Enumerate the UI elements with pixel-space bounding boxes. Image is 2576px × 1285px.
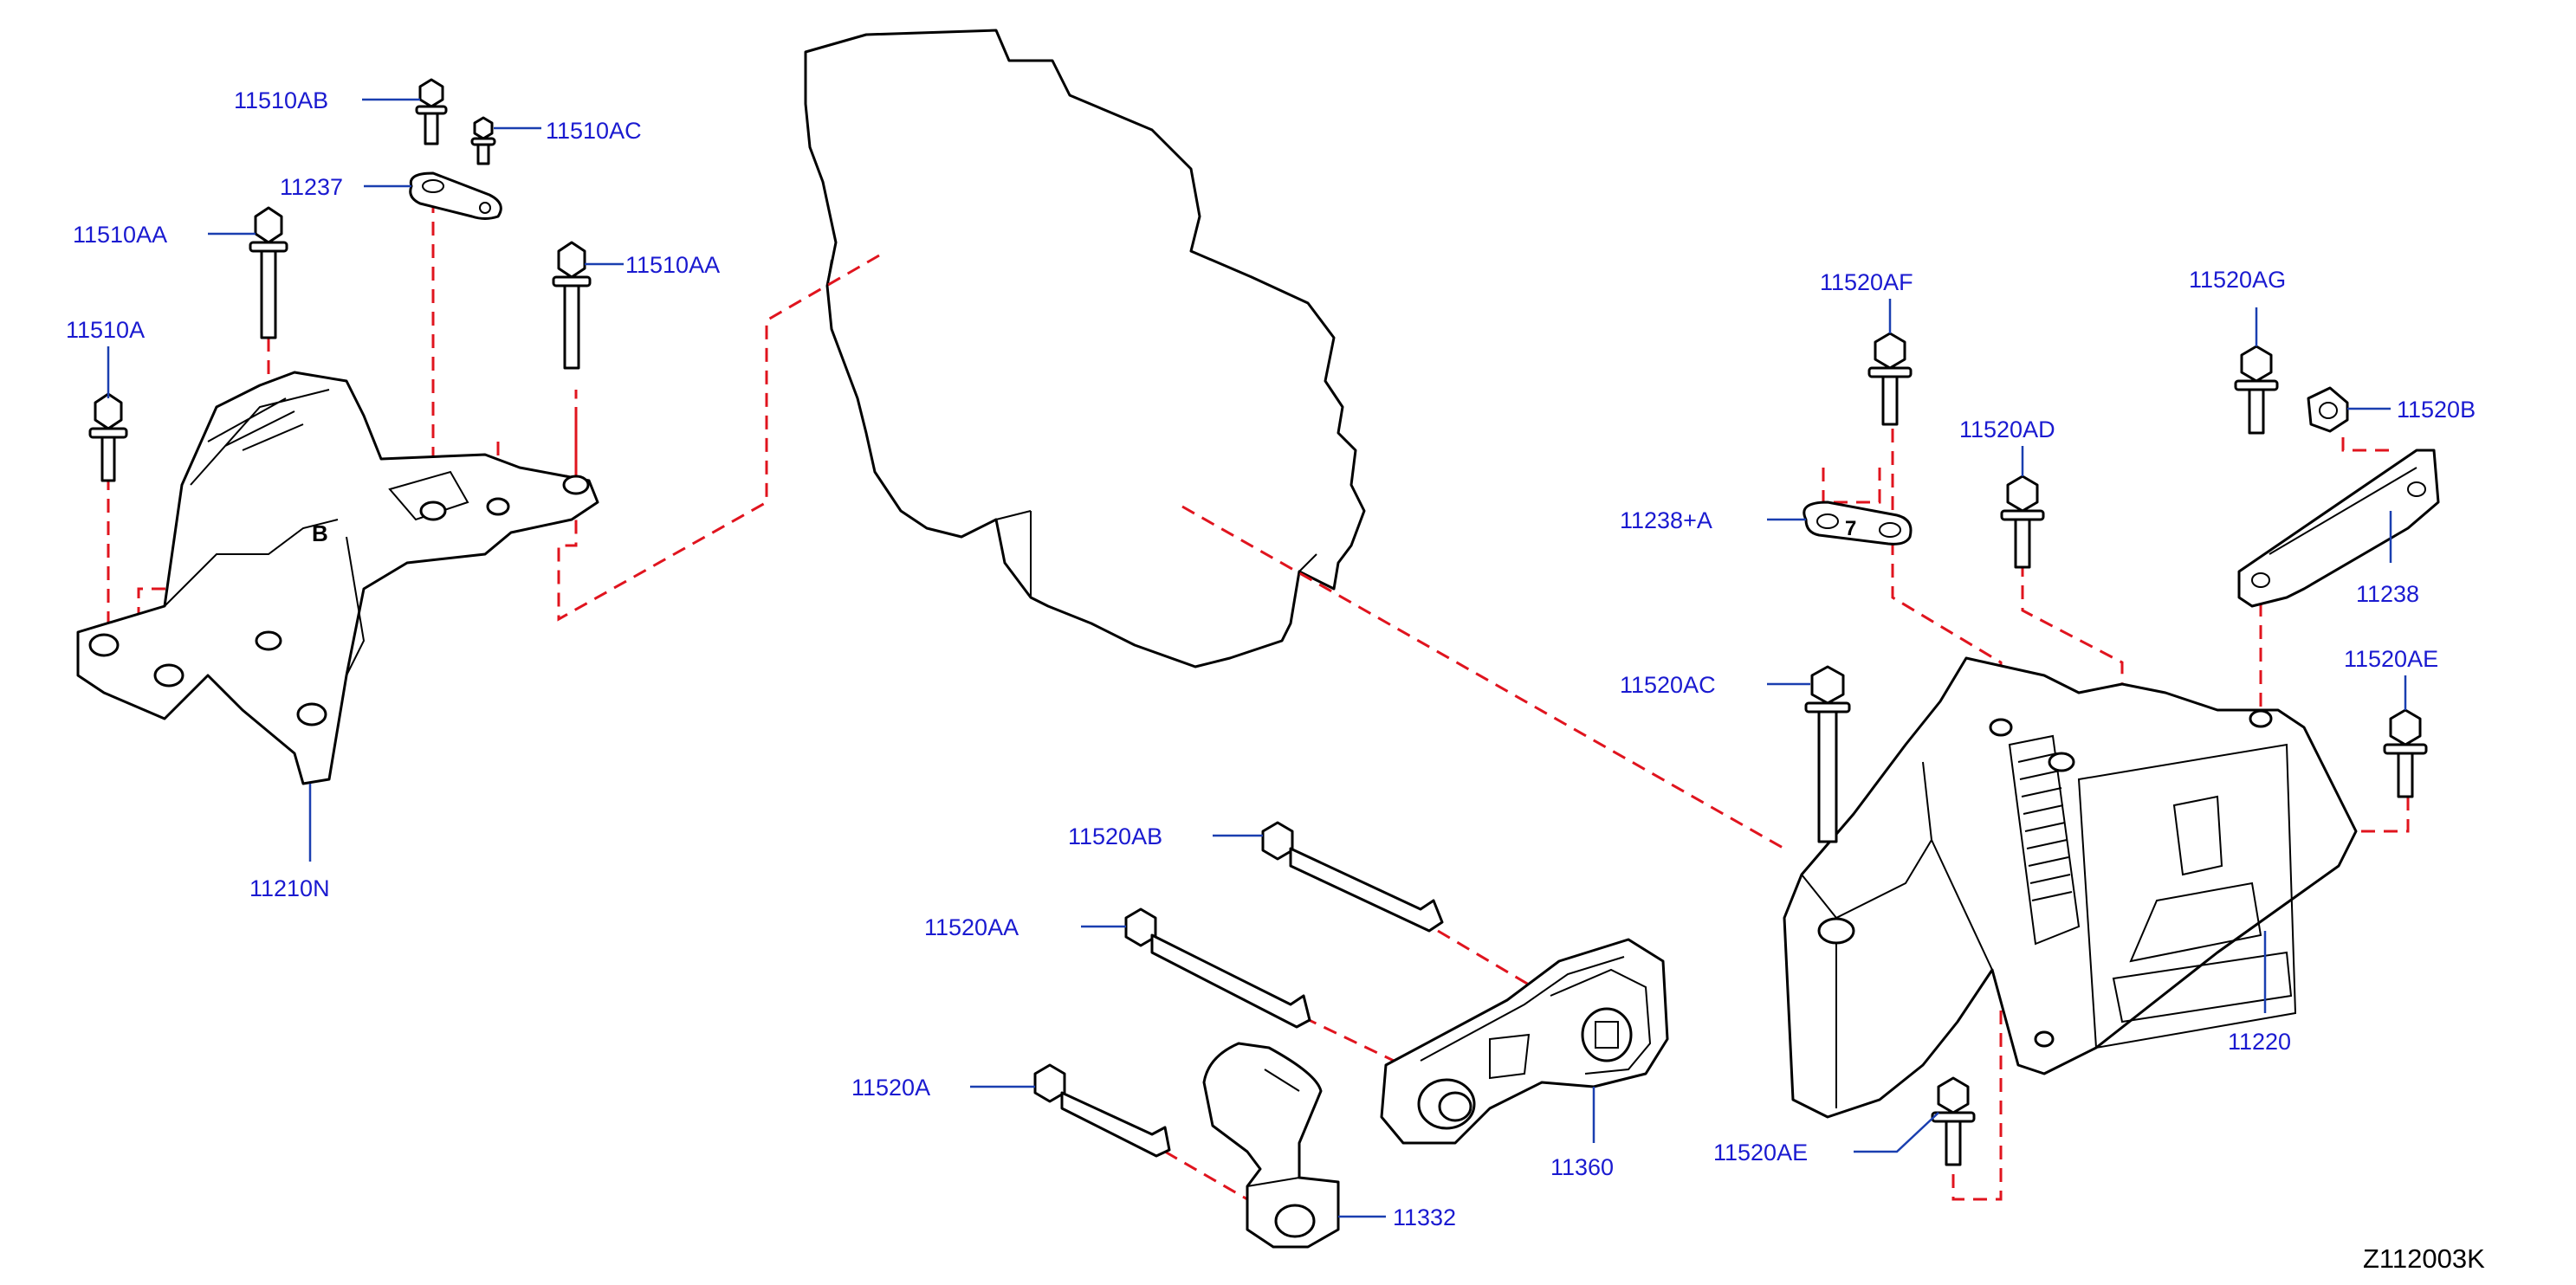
label-11238A[interactable]: 11238+A — [1620, 507, 1712, 533]
bolt-11520AE-b — [1931, 1076, 1976, 1166]
label-11520AF[interactable]: 11520AF — [1820, 269, 1913, 295]
stamp-mark-7: 7 — [1845, 517, 1856, 540]
bolt-11520AE-a — [2383, 708, 2428, 798]
plate-11238A: 7 — [1803, 500, 1913, 546]
label-11510AC[interactable]: 11510AC — [546, 118, 642, 144]
bolt-11520AF — [1867, 332, 1913, 426]
label-11237[interactable]: 11237 — [280, 174, 343, 200]
label-11238[interactable]: 11238 — [2356, 581, 2419, 607]
label-11520AB[interactable]: 11520AB — [1068, 823, 1162, 849]
bracket-11332 — [1202, 1042, 1340, 1249]
label-11510AA-left[interactable]: 11510AA — [73, 222, 167, 248]
bolt-11510AA-a — [249, 206, 288, 339]
label-11360[interactable]: 11360 — [1550, 1154, 1614, 1180]
label-11510A[interactable]: 11510A — [66, 317, 145, 343]
bolt-11510AC — [470, 116, 496, 165]
label-11210N[interactable]: 11210N — [249, 875, 330, 901]
plate-11237 — [409, 171, 502, 220]
nut-11520B — [2307, 386, 2349, 433]
label-11520A[interactable]: 11520A — [851, 1075, 930, 1101]
stamp-mark-b: B — [312, 520, 328, 546]
bolt-11510AA-b — [552, 241, 592, 370]
label-11332[interactable]: 11332 — [1393, 1204, 1456, 1230]
bracket-11238 — [2237, 449, 2440, 608]
label-11510AA-right[interactable]: 11510AA — [625, 252, 720, 278]
label-11520AG[interactable]: 11520AG — [2189, 267, 2286, 293]
bolt-11520A — [1033, 1063, 1171, 1158]
bolt-11520AA — [1124, 907, 1311, 1029]
label-11520AC[interactable]: 11520AC — [1620, 672, 1716, 698]
part-labels: 11510AB 11510AC 11237 11510AA 11510AA 11… — [66, 87, 2485, 1274]
bolt-11510AB — [415, 78, 448, 145]
bolt-11510A — [88, 392, 128, 482]
bolt-11520AG — [2234, 345, 2279, 435]
engine-outline — [804, 29, 1366, 668]
mount-bracket-11210N: B — [76, 371, 599, 785]
label-11520AE-bottom[interactable]: 11520AE — [1713, 1140, 1808, 1166]
label-11520AD[interactable]: 11520AD — [1959, 416, 2055, 442]
leader-lines — [107, 98, 2407, 1218]
label-11220[interactable]: 11220 — [2228, 1029, 2291, 1055]
bolt-11520AC — [1804, 665, 1851, 843]
torque-rod-11360 — [1380, 938, 1669, 1145]
label-11520B[interactable]: 11520B — [2397, 397, 2476, 423]
label-11510AB[interactable]: 11510AB — [234, 87, 328, 113]
bolt-11520AB — [1261, 821, 1444, 933]
label-11520AE-top[interactable]: 11520AE — [2344, 646, 2438, 672]
diagram-code: Z112003K — [2363, 1243, 2485, 1274]
mount-bracket-11220 — [1783, 656, 2358, 1119]
bolt-11520AD — [2000, 475, 2045, 569]
label-11520AA[interactable]: 11520AA — [924, 914, 1019, 940]
